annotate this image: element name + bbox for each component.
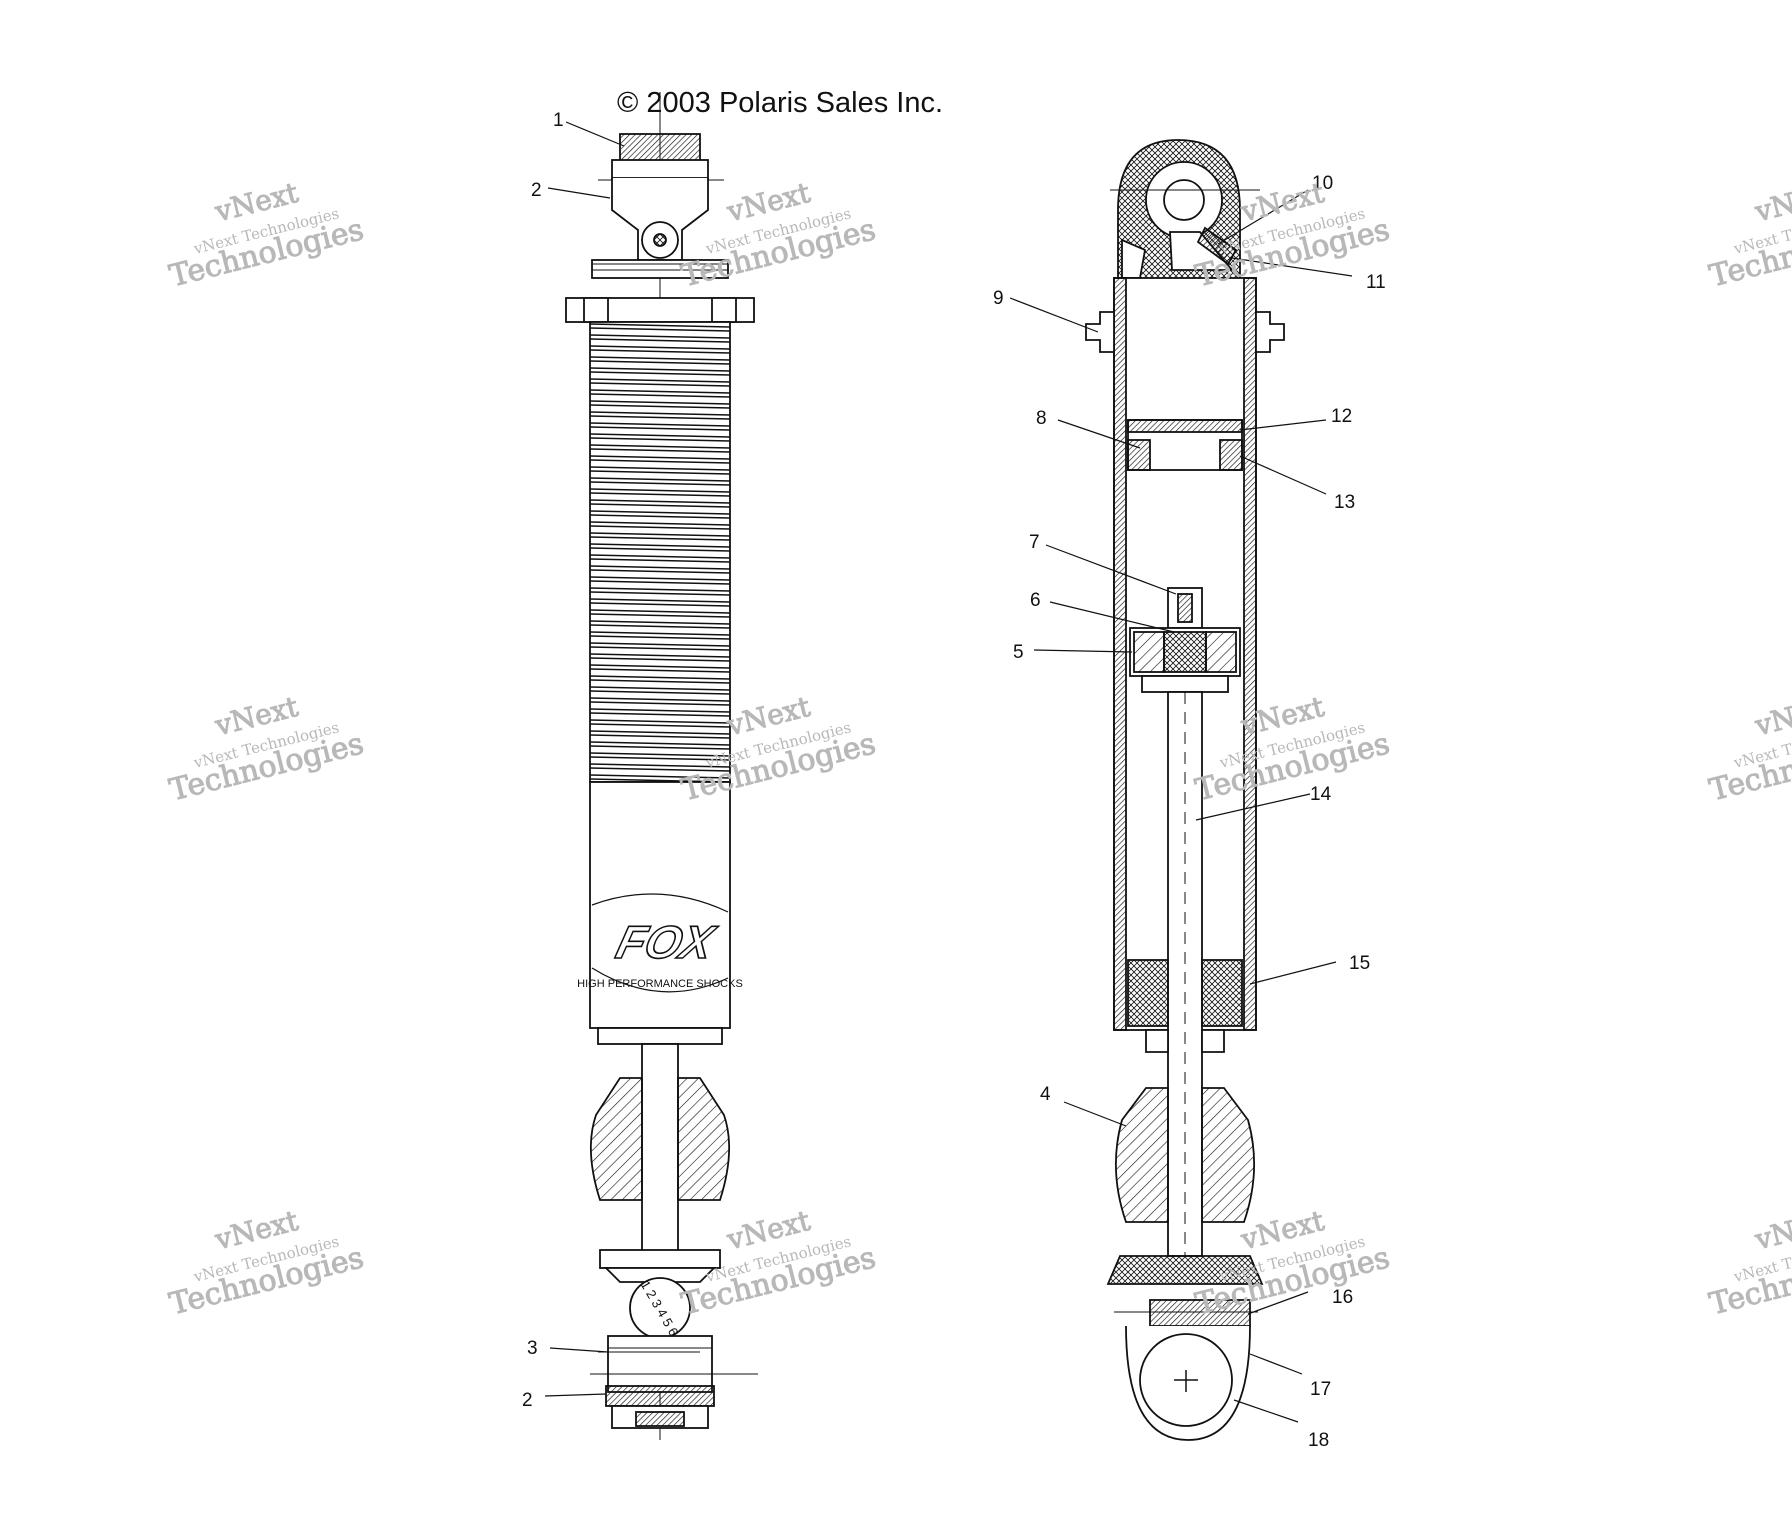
callout-2-bottom: 2 (522, 1390, 533, 1411)
callout-10: 10 (1312, 173, 1333, 194)
callout-2-top: 2 (531, 180, 542, 201)
callout-4: 4 (1040, 1084, 1051, 1105)
svg-text:vNext: vNext (1751, 1204, 1792, 1257)
leader-lines (544, 121, 1353, 1423)
svg-text:Technologies: Technologies (1706, 726, 1792, 808)
copyright-text: © 2003 Polaris Sales Inc. (617, 87, 943, 119)
callout-5: 5 (1013, 642, 1024, 663)
callout-12: 12 (1331, 406, 1352, 427)
callout-16: 16 (1332, 1287, 1353, 1308)
callout-13: 13 (1334, 492, 1355, 513)
shock-tagline: HIGH PERFORMANCE SHOCKS (577, 978, 743, 990)
callout-15: 15 (1349, 953, 1370, 974)
callout-18: 18 (1308, 1430, 1329, 1451)
watermarks: vNext vNext Technologies Technologies vN… (166, 175, 1792, 1322)
watermark: vNext vNext Technologies Technologies (1706, 175, 1792, 294)
watermark: vNext vNext Technologies Technologies (166, 1203, 368, 1322)
shock-cross-section-view (1085, 139, 1285, 1441)
svg-text:Technologies: Technologies (1706, 212, 1792, 294)
watermark: vNext vNext Technologies Technologies (1706, 689, 1792, 808)
callout-11: 11 (1366, 272, 1386, 293)
shock-exterior-view: FOX HIGH PERFORMANCE SHOCKS 1 2 3 4 5 6 (565, 92, 758, 1440)
callout-labels: 1 2 3 2 4 5 6 7 8 9 10 11 12 13 14 15 16… (522, 110, 1386, 1451)
svg-text:Technologies: Technologies (1706, 1240, 1792, 1322)
callout-9: 9 (993, 288, 1004, 309)
callout-1: 1 (553, 110, 564, 131)
callout-7: 7 (1029, 532, 1040, 553)
fox-logo: FOX (611, 917, 721, 968)
svg-text:vNext: vNext (1751, 176, 1792, 229)
callout-14: 14 (1310, 784, 1332, 805)
callout-3: 3 (527, 1338, 538, 1359)
callout-17: 17 (1310, 1379, 1331, 1400)
watermark: vNext vNext Technologies Technologies (166, 689, 368, 808)
callout-6: 6 (1030, 590, 1041, 611)
watermark: vNext vNext Technologies Technologies (166, 175, 368, 294)
watermark: vNext vNext Technologies Technologies (1706, 1203, 1792, 1322)
svg-text:vNext: vNext (1751, 690, 1792, 743)
callout-8: 8 (1036, 408, 1047, 429)
